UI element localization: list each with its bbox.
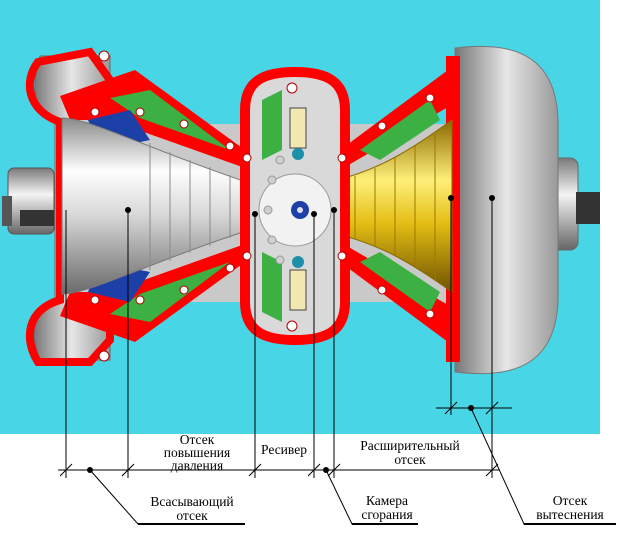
- label-expansion-2: отсек: [394, 452, 426, 467]
- label-compression-1: Отсек: [180, 432, 215, 447]
- point-expansion: [331, 207, 337, 213]
- compressor-ribs: [149, 143, 231, 270]
- point-displacement-a: [448, 195, 454, 201]
- expansion-ribs: [354, 134, 436, 280]
- label-intake-2: отсек: [176, 508, 208, 523]
- label-receiver: Ресивер: [261, 442, 307, 457]
- label-compression-3: давления: [171, 458, 223, 473]
- point-displacement-b: [489, 195, 495, 201]
- callout-leaders: [89, 407, 616, 525]
- label-chamber-2: сгорания: [361, 507, 412, 522]
- point-receiver: [252, 211, 258, 217]
- displacement-drum: [446, 45, 559, 375]
- point-compression: [125, 207, 131, 213]
- label-displacement-1: Отсек: [553, 493, 588, 508]
- label-intake-1: Всасывающий: [150, 494, 233, 509]
- leader-lines: [65, 195, 495, 478]
- point-chamber: [311, 211, 317, 217]
- label-compression-2: повышения: [164, 445, 230, 460]
- left-shaft: [2, 167, 55, 235]
- label-displacement-2: вытеснения: [536, 507, 604, 522]
- labels: Отсек повышения давления Ресивер Расшири…: [150, 432, 603, 523]
- cavities: [88, 90, 440, 322]
- receiver-housing: [240, 66, 350, 346]
- expansion-rotor: [329, 119, 453, 293]
- bolt-holes: [90, 50, 435, 362]
- label-chamber-1: Камера: [366, 493, 408, 508]
- label-expansion-1: Расширительный: [360, 438, 459, 453]
